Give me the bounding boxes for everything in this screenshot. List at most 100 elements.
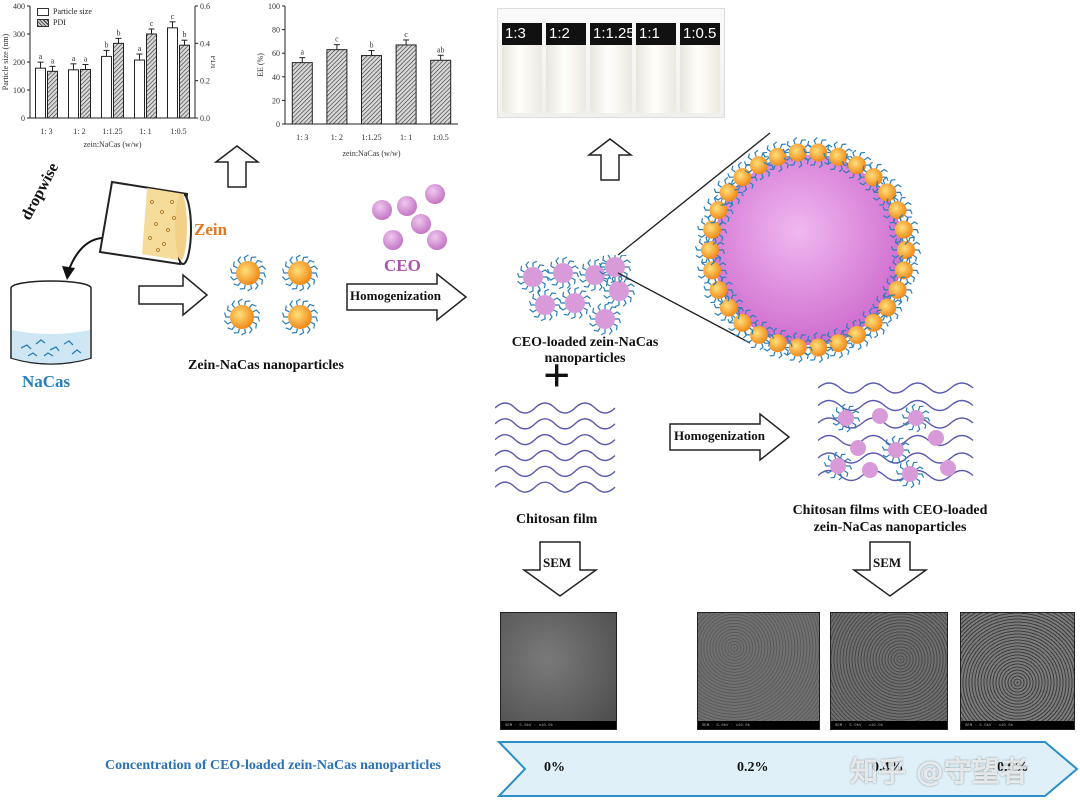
sem-label-1: SEM — [543, 555, 572, 570]
y-tick-label: 300 — [13, 30, 25, 39]
bar-particle-size — [101, 55, 112, 119]
y-axis-label: Particle size (nm) — [1, 33, 10, 90]
y2-tick-label: 0.4 — [200, 39, 210, 48]
concentration-arrow — [497, 741, 1079, 797]
composite-particle — [850, 440, 866, 456]
dropwise-label: dropwise — [18, 160, 63, 223]
bar-pdi — [179, 44, 190, 119]
x-axis-label: zein:NaCas (w/w) — [343, 149, 401, 158]
legend-item-particle-size: Particle size — [37, 6, 92, 17]
bar-ee — [361, 55, 382, 125]
ceo-loaded-particle — [523, 267, 543, 287]
vial-label: 1:0.5 — [680, 23, 720, 45]
zein-shell-particle — [888, 280, 907, 299]
big-ceo-particle — [694, 137, 922, 363]
y2-tick-label: 0.6 — [200, 2, 210, 11]
sem-image-1: SEM · 5.0kV · x10.0k — [697, 612, 820, 730]
y-tick-label: 200 — [13, 58, 25, 67]
composite-particle — [838, 410, 854, 426]
vial — [546, 39, 586, 113]
zein-nacas-nanoparticles — [223, 254, 319, 336]
vial — [502, 39, 542, 113]
chitosan-film-network — [495, 402, 616, 493]
bar-pdi — [47, 70, 58, 119]
bar-ee — [430, 59, 452, 125]
bar-ee — [326, 49, 348, 125]
zein-shell-particle — [768, 147, 787, 166]
conc-3: 0.6% — [997, 760, 1029, 775]
chitosan-composite-network — [818, 382, 974, 489]
ceo-loaded-particle — [605, 257, 625, 277]
ceo-loaded-particle — [585, 265, 605, 285]
x-tick-label: 1:1.25 — [102, 127, 122, 136]
vial-label: 1:2 — [546, 23, 586, 45]
chitosan-composite-label: Chitosan films with CEO-loaded zein-NaCa… — [770, 502, 1010, 536]
ceo-loaded-line1: CEO-loaded zein-NaCas — [511, 335, 659, 350]
up-arrow-left — [213, 145, 261, 188]
significance-letter: b — [370, 41, 374, 50]
watermark: 知乎 @守望者 — [850, 755, 1028, 788]
ceo-loaded-particle — [535, 295, 555, 315]
ceo-loaded-particle — [565, 293, 585, 313]
y-tick-label: 20 — [272, 96, 280, 105]
chart1-legend: Particle size PDI — [37, 6, 92, 28]
x-tick-label: 1:1.25 — [361, 133, 381, 142]
significance-letter: a — [39, 52, 43, 61]
zoom-lines — [617, 132, 771, 344]
ceo-label: CEO — [384, 256, 421, 275]
legend-item-pdi: PDI — [37, 17, 92, 28]
significance-letter: a — [138, 44, 142, 53]
bar-particle-size — [134, 59, 145, 119]
chitosan-film-label: Chitosan film — [516, 512, 598, 527]
sem-image-2: SEM · 5.0kV · x10.0k — [830, 612, 948, 730]
chitosan-composite-line1: Chitosan films with CEO-loaded — [792, 503, 988, 518]
y-axis-label: EE (%) — [256, 53, 265, 77]
ceo-loaded-particle — [553, 263, 573, 283]
vials-photo: 1:3 1:2 1:1.25 1:1 1:0.5 — [497, 8, 725, 118]
y-tick-label: 40 — [272, 73, 280, 82]
significance-letter: a — [51, 56, 55, 65]
x-tick-label: 1: 1 — [139, 127, 151, 136]
sem-image-3: SEM · 5.0kV · x10.0k — [960, 612, 1075, 730]
bar-particle-size — [167, 27, 178, 119]
x-tick-label: 1:0.5 — [433, 133, 449, 142]
right-arrow-1 — [138, 273, 209, 317]
zein-shell-particle — [709, 201, 728, 220]
significance-letter: c — [171, 12, 175, 21]
sem-arrow-1 — [521, 541, 599, 597]
zein-shell-particle — [733, 313, 752, 332]
vial — [590, 39, 632, 113]
significance-letter: a — [84, 54, 88, 63]
zein-shell-particle — [809, 338, 828, 357]
zein-shell-particle — [709, 280, 728, 299]
zein-core — [236, 261, 260, 285]
ceo-loaded-particle — [609, 281, 629, 301]
x-axis-label: zein:NaCas (w/w) — [84, 140, 142, 149]
bar-particle-size — [68, 69, 79, 119]
zein-shell-particle — [829, 334, 848, 353]
bar-ee — [291, 62, 313, 125]
significance-letter: c — [335, 35, 339, 44]
bar-pdi — [113, 42, 124, 119]
zein-core — [288, 261, 312, 285]
zein-shell-particle — [848, 325, 866, 344]
significance-letter: b — [117, 28, 121, 37]
significance-letter: c — [150, 19, 154, 28]
zein-shell-particle — [878, 298, 897, 317]
zein-shell-particle — [788, 338, 807, 357]
zein-shell-particle — [750, 325, 768, 344]
composite-particle — [908, 410, 924, 426]
ceo-loaded-nanoparticles — [516, 255, 635, 335]
conc-0: 0% — [544, 760, 565, 775]
vial-label: 1:3 — [502, 23, 542, 45]
zein-shell-particle — [848, 156, 866, 175]
bar-pdi — [80, 68, 91, 119]
y-tick-label: 60 — [272, 49, 280, 58]
ceo-droplets — [372, 184, 447, 250]
zein-core — [288, 305, 312, 329]
zein-shell-particle — [829, 147, 848, 166]
zein-shell-particle — [809, 143, 828, 162]
y-tick-label: 80 — [272, 26, 280, 35]
zein-shell-particle — [888, 201, 907, 220]
